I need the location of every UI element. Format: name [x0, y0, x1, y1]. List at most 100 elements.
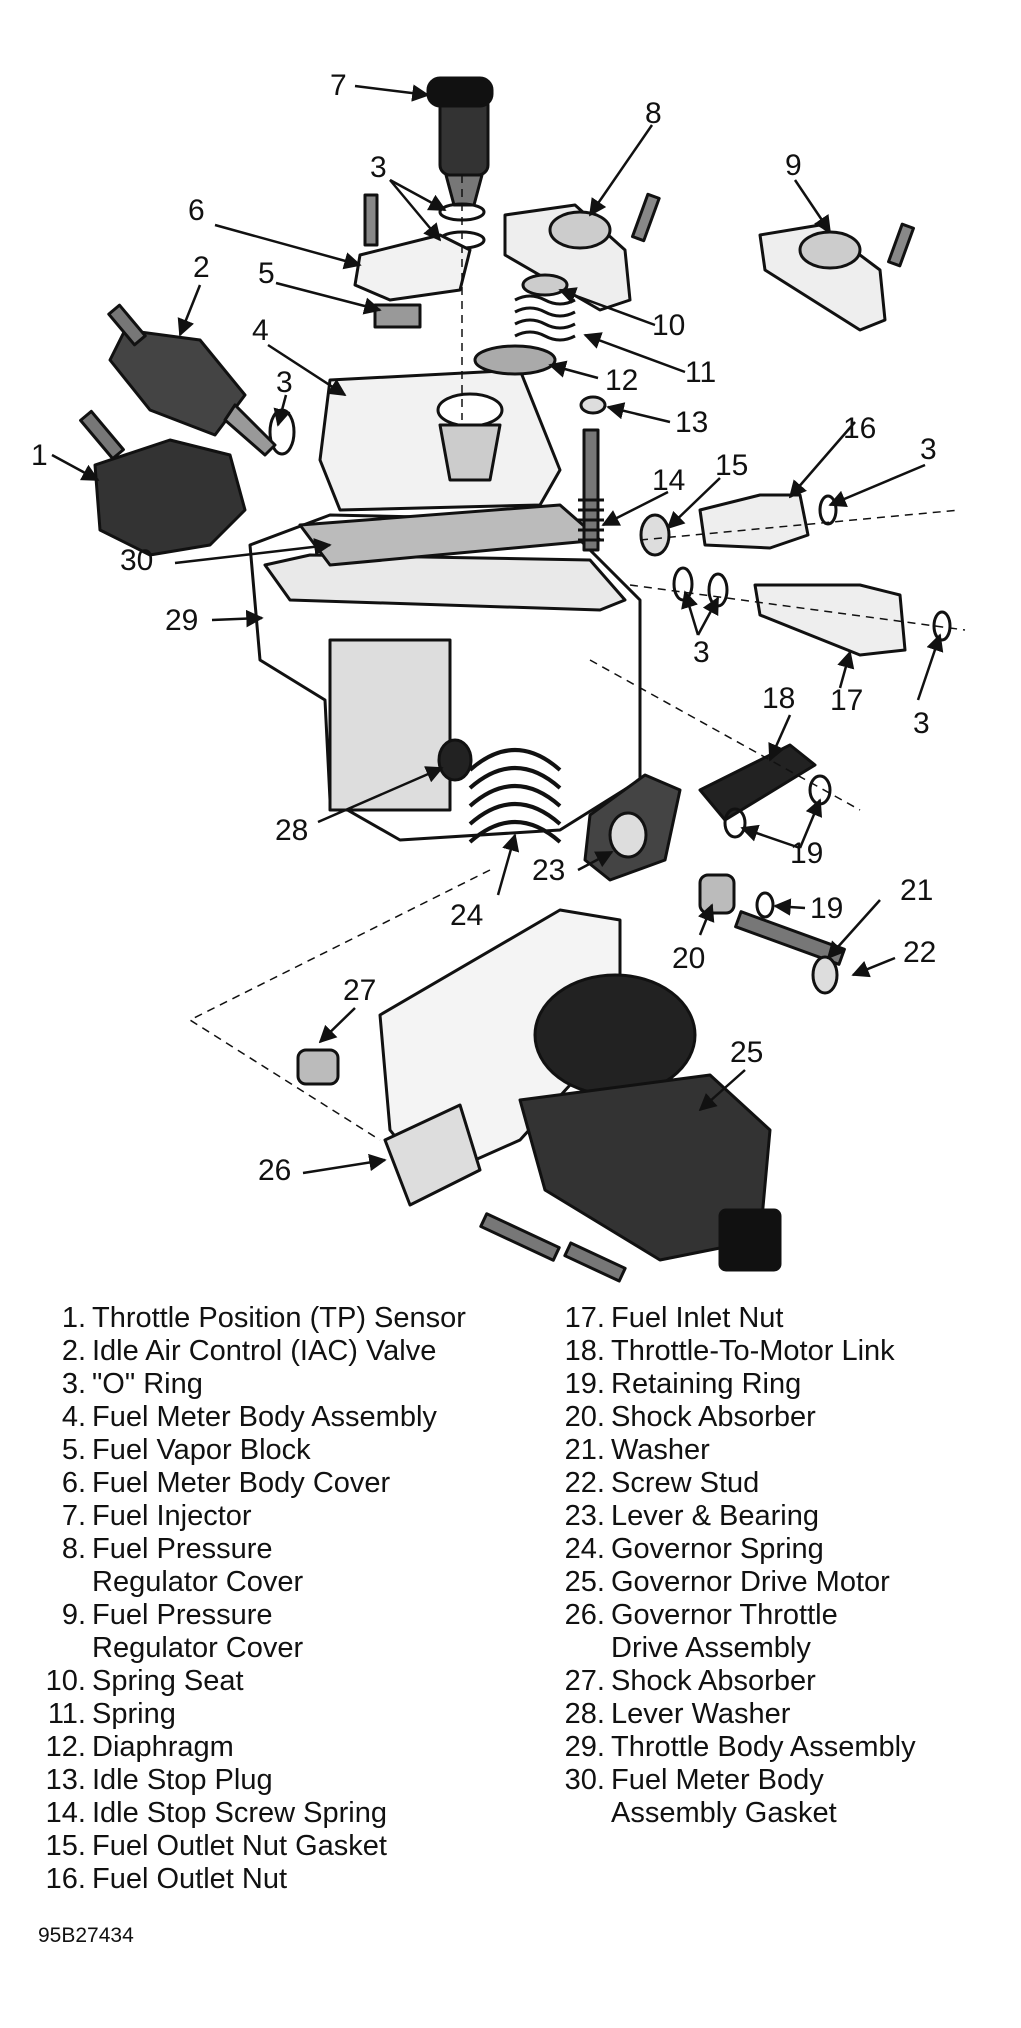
governor-motor-connector: [718, 1208, 782, 1272]
iac-pintle: [223, 403, 277, 457]
legend-item-text: Idle Stop Plug: [92, 1764, 273, 1796]
idle-stop-screw: [582, 428, 600, 552]
leader-26: [302, 1153, 387, 1175]
callout-13: 13: [675, 406, 708, 439]
leader-19a: [740, 824, 801, 850]
legend-item: 10.Spring Seat: [36, 1665, 556, 1698]
legend-item-number: 20.: [564, 1401, 605, 1433]
leader-28: [317, 766, 444, 824]
legend-item-text: Regulator Cover: [92, 1566, 304, 1598]
legend-item-text: Governor Drive Motor: [611, 1566, 890, 1598]
lever-bearing: [608, 811, 648, 859]
legend-item-text: "O" Ring: [92, 1368, 203, 1400]
legend-item: 8.Fuel Pressure: [36, 1533, 556, 1566]
leader-9: [793, 179, 832, 234]
legend-item: Drive Assembly: [553, 1632, 1013, 1665]
leader-2: [177, 284, 202, 337]
legend-item: 4.Fuel Meter Body Assembly: [36, 1401, 556, 1434]
leader-18: [768, 714, 792, 762]
callout-4: 4: [252, 314, 269, 347]
legend-item-number: 4.: [61, 1401, 86, 1433]
injector-pod: [438, 423, 502, 482]
exploded-view-drawing: 1 2 3 3 3 3 3 4 5 6 7 8 9 10 11 12 13 14…: [31, 69, 966, 1283]
leader-14: [601, 490, 669, 527]
callout-11: 11: [685, 356, 716, 389]
legend-item-text: Governor Spring: [611, 1533, 824, 1565]
legend-item: 26.Governor Throttle: [553, 1599, 1013, 1632]
legend-item: 14.Idle Stop Screw Spring: [36, 1797, 556, 1830]
legend-item-number: 16.: [45, 1863, 86, 1895]
legend-item-number: 10.: [45, 1665, 86, 1697]
iac-valve: [108, 328, 247, 437]
legend-item-text: Idle Air Control (IAC) Valve: [92, 1335, 437, 1367]
legend-item: 12.Diaphragm: [36, 1731, 556, 1764]
throttle-to-motor-link: [698, 743, 817, 822]
legend-item: 29.Throttle Body Assembly: [553, 1731, 1013, 1764]
spring-seat: [521, 273, 569, 297]
leader-21: [826, 899, 881, 960]
regulator-screw-8: [630, 192, 661, 243]
leader-15: [666, 477, 721, 530]
legend-item-number: 5.: [61, 1434, 86, 1466]
leader-29: [211, 609, 264, 628]
callout-3: 3: [913, 707, 930, 740]
legend-item-number: 19.: [564, 1368, 605, 1400]
callout-5: 5: [258, 257, 275, 290]
legend-item: 22.Screw Stud: [553, 1467, 1013, 1500]
leader-30: [174, 538, 332, 565]
o-ring-inlet-b: [707, 572, 729, 608]
legend-item-number: 12.: [45, 1731, 86, 1763]
legend-item: Assembly Gasket: [553, 1797, 1013, 1830]
legend-item-text: Washer: [611, 1434, 710, 1466]
retaining-ring-a: [723, 807, 747, 839]
legend-item-number: [553, 1632, 605, 1665]
leader-11: [583, 332, 686, 374]
legend-item-text: Governor Throttle: [611, 1599, 838, 1631]
governor-mount-screw-a: [479, 1212, 561, 1262]
legend-item: 23.Lever & Bearing: [553, 1500, 1013, 1533]
alignment-line-link: [589, 659, 861, 811]
legend-item-number: 2.: [61, 1335, 86, 1367]
legend-item-number: 17.: [564, 1302, 605, 1334]
legend-item-text: Retaining Ring: [611, 1368, 802, 1400]
leader-13: [606, 402, 671, 424]
governor-spring: [468, 748, 562, 844]
shock-absorber-20: [698, 873, 736, 915]
legend-item-number: [36, 1632, 86, 1665]
legend-item-text: Drive Assembly: [611, 1632, 811, 1664]
legend-item: 28.Lever Washer: [553, 1698, 1013, 1731]
tp-sensor: [93, 438, 247, 557]
fuel-injector-tip: [444, 173, 484, 207]
callout-3: 3: [920, 433, 937, 466]
fuel-outlet-nut: [698, 493, 810, 550]
callout-15: 15: [715, 449, 748, 482]
callout-10: 10: [652, 309, 685, 342]
legend-item-text: Throttle-To-Motor Link: [611, 1335, 895, 1367]
callout-6: 6: [188, 194, 205, 227]
o-ring-inlet-a: [672, 566, 694, 602]
legend-item: 19.Retaining Ring: [553, 1368, 1013, 1401]
governor-pulley: [533, 973, 697, 1097]
callout-23: 23: [532, 854, 565, 887]
callout-7: 7: [330, 69, 347, 102]
callout-28: 28: [275, 814, 308, 847]
callout-16: 16: [843, 412, 876, 445]
legend-item: 30.Fuel Meter Body: [553, 1764, 1013, 1797]
legend-item-text: Shock Absorber: [611, 1665, 816, 1697]
legend-item-text: Fuel Meter Body Cover: [92, 1467, 391, 1499]
legend-item-text: Fuel Inlet Nut: [611, 1302, 784, 1334]
legend-item: 5.Fuel Vapor Block: [36, 1434, 556, 1467]
callout-26: 26: [258, 1154, 291, 1187]
legend-item-text: Fuel Vapor Block: [92, 1434, 311, 1466]
leader-16: [788, 421, 856, 499]
callout-3: 3: [276, 366, 293, 399]
leader-3e: [681, 590, 700, 636]
legend-item-number: 25.: [564, 1566, 605, 1598]
leader-23: [577, 850, 614, 872]
governor-throttle-bracket: [383, 1103, 482, 1207]
callout-24: 24: [450, 899, 483, 932]
legend-item: 21.Washer: [553, 1434, 1013, 1467]
shock-absorber-27: [296, 1048, 340, 1086]
leader-19b: [798, 798, 823, 849]
